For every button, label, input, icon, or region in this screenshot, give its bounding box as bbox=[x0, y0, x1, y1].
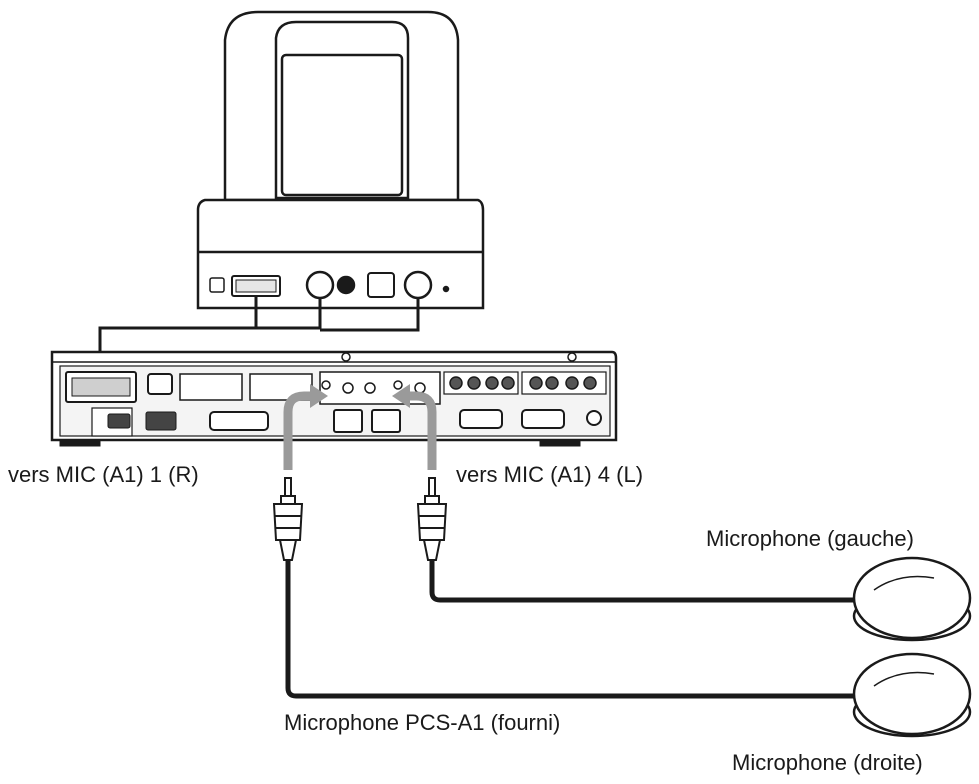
camera-video-port bbox=[305, 270, 335, 300]
label-microphone-right: Microphone (droite) bbox=[732, 750, 923, 775]
plug-right bbox=[416, 477, 448, 561]
arrow-right bbox=[406, 391, 437, 470]
ptz-camera bbox=[196, 10, 485, 310]
arrow-left bbox=[283, 391, 314, 470]
label-microphone-model: Microphone PCS-A1 (fourni) bbox=[284, 710, 561, 735]
label-port-right: vers MIC (A1) 4 (L) bbox=[456, 462, 644, 487]
microphone-right-shape bbox=[852, 652, 972, 738]
label-port-left: vers MIC (A1) 1 (R) bbox=[8, 462, 199, 487]
cable-left-mic bbox=[429, 560, 860, 603]
camera-visca-port bbox=[403, 270, 433, 300]
plug-left bbox=[272, 477, 304, 561]
microphone-left-shape bbox=[852, 556, 972, 642]
camera-cables bbox=[98, 296, 420, 370]
insertion-arrows bbox=[283, 391, 437, 470]
camera-lens-panel bbox=[280, 53, 404, 197]
label-microphone-left: Microphone (gauche) bbox=[706, 526, 914, 551]
codec-unit bbox=[50, 350, 618, 447]
mic-cables bbox=[285, 560, 860, 699]
cable-right-mic bbox=[285, 560, 860, 699]
